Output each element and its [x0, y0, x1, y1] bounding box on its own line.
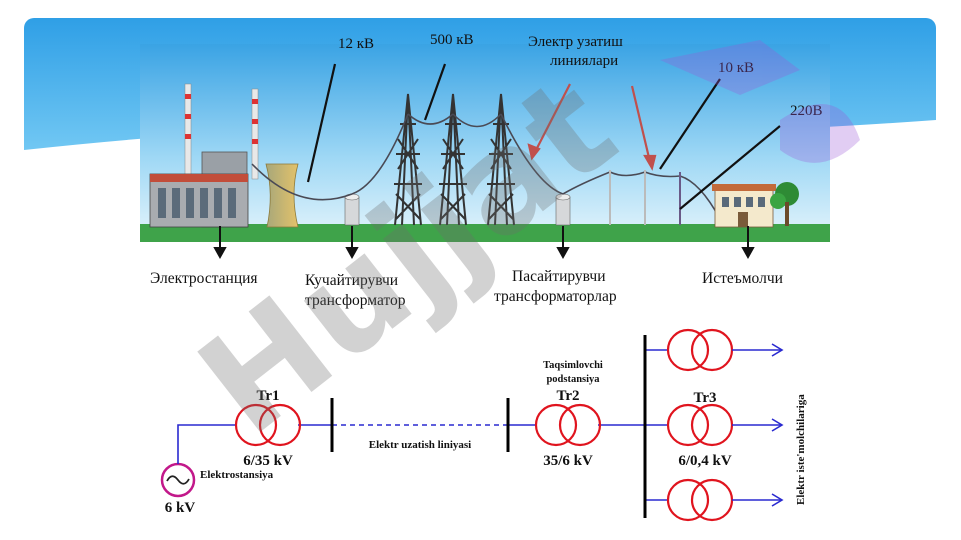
generator-symbol	[160, 462, 196, 498]
label-step-down-1: Пасайтирувчи	[512, 268, 606, 285]
power-cables	[251, 113, 721, 220]
label-12kv: 12 кВ	[338, 36, 375, 52]
consumer-building	[712, 182, 799, 228]
step-down-transformer	[555, 193, 571, 226]
label-pointers	[306, 63, 781, 210]
label-step-down-2: трансформаторлар	[494, 288, 617, 305]
power-station-building	[149, 83, 299, 228]
label-power-station: Электростанция	[150, 270, 258, 287]
tr2-caption-1: Taqsimlovchi	[543, 360, 603, 371]
tr2-ratio: 35/6 kV	[543, 453, 593, 469]
transformer-tr3-a	[666, 328, 734, 372]
tr1-name: Tr1	[256, 388, 279, 404]
generator-label: Elektrostansiya	[200, 469, 274, 481]
transmission-towers	[394, 93, 515, 226]
label-pointers-red	[527, 83, 657, 171]
bus-wires	[177, 349, 668, 501]
label-220v: 220В	[790, 103, 823, 119]
label-10kv: 10 кВ	[718, 60, 755, 76]
stage-arrows	[213, 226, 755, 260]
transformer-tr3-c	[666, 478, 734, 522]
tr1-ratio: 6/35 kV	[243, 453, 293, 469]
label-step-up-2: трансформатор	[305, 292, 406, 309]
label-consumer: Истеъмолчи	[702, 270, 783, 287]
tr2-caption-2: podstansiya	[546, 374, 600, 385]
generator-voltage: 6 kV	[165, 500, 196, 516]
bus-bars	[330, 335, 647, 518]
line-label: Elektr uzatish liniyasi	[369, 439, 471, 451]
consumer-arrows	[732, 343, 784, 507]
label-step-up-1: Кучайтирувчи	[305, 272, 399, 289]
transformer-tr1	[234, 403, 302, 447]
transformer-tr2	[534, 403, 602, 447]
power-transmission-illustration	[140, 44, 830, 242]
label-lines-title-2: линиялари	[550, 53, 619, 69]
label-lines-title-1: Электр узатиш	[528, 34, 623, 50]
tr3-name: Tr3	[693, 390, 716, 406]
tr3-ratio: 6/0,4 kV	[678, 453, 732, 469]
tr2-name: Tr2	[556, 388, 579, 404]
consumers-label: Elektr iste'molchilariga	[795, 394, 807, 505]
label-500kv: 500 кВ	[430, 32, 474, 48]
ground	[140, 224, 830, 242]
transformer-tr3-b	[666, 403, 734, 447]
distribution-poles	[609, 170, 681, 225]
